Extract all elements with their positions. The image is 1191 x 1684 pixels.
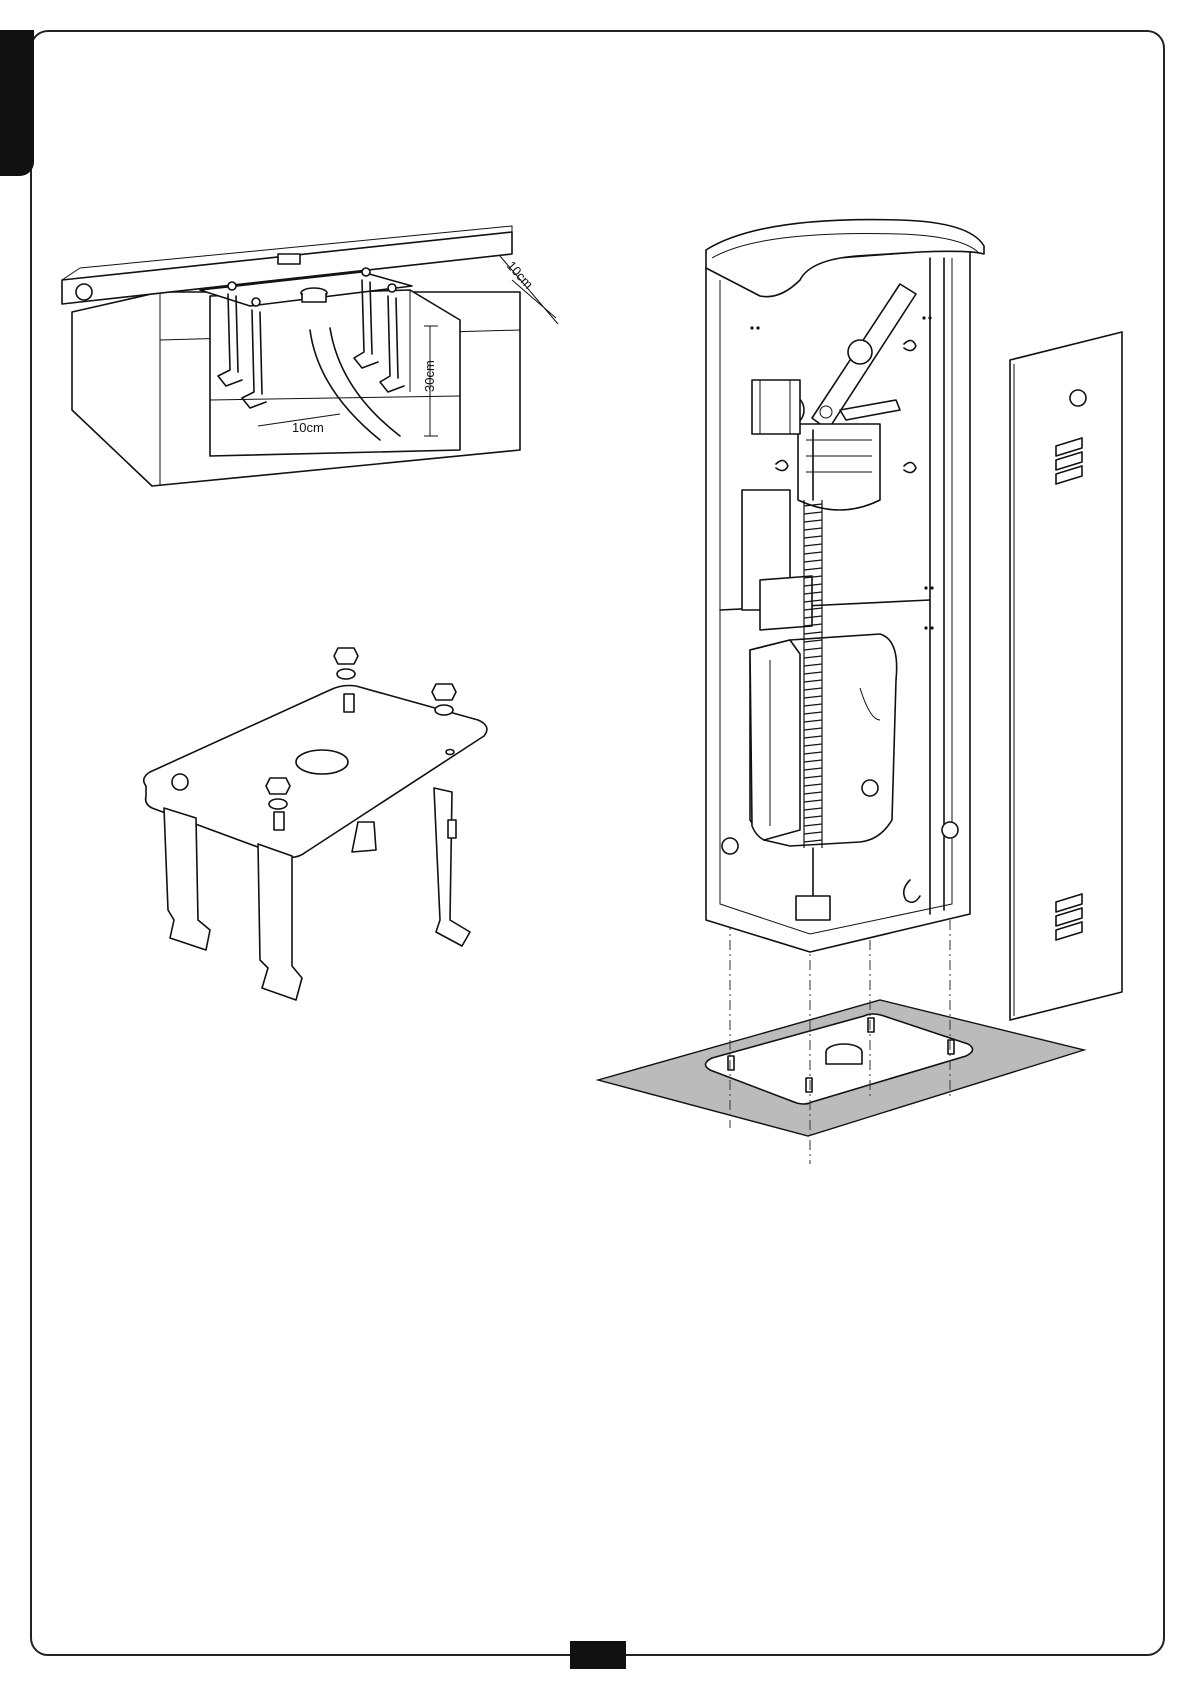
dimension-label-depth: 30cm [422,360,437,392]
foundation-pit-figure [62,226,558,486]
dimension-label-side: 10cm [292,420,324,435]
base-plate-figure [144,648,487,1000]
barrier-cabinet-figure [598,220,1122,1164]
